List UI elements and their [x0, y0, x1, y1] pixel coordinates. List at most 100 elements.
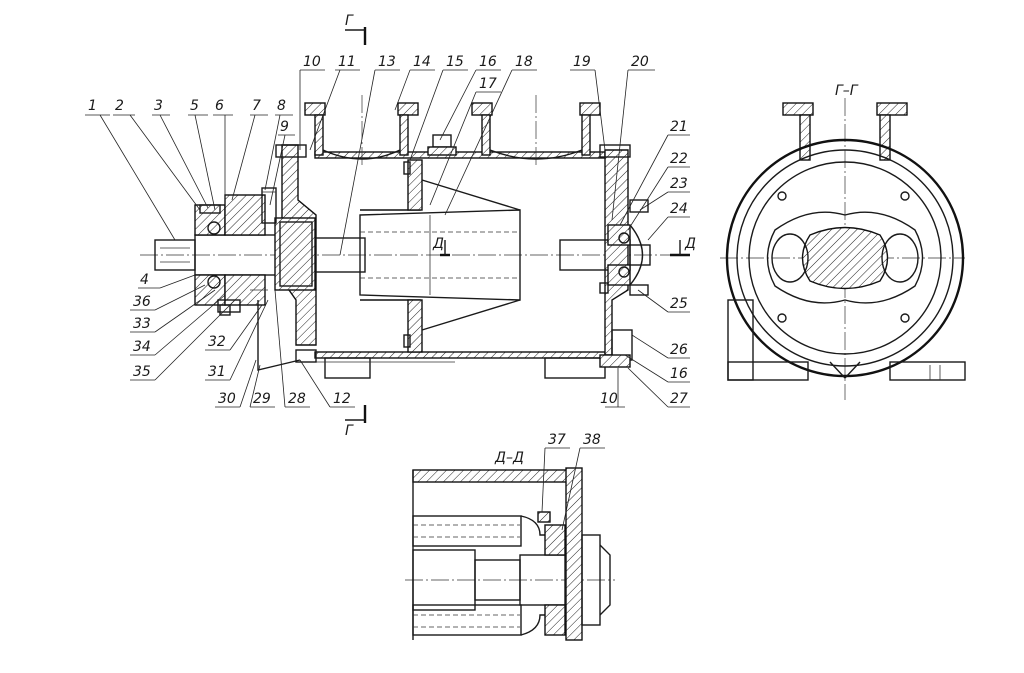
callout-32-label: 32 [208, 334, 226, 350]
callout-10-bottom: 10 [600, 368, 625, 408]
callout-34: 34 [130, 294, 226, 356]
callout-13-label: 13 [378, 54, 396, 70]
section-d-right-label: Д [684, 236, 696, 252]
callout-31: 31 [205, 299, 269, 381]
callout-5-label: 5 [190, 98, 199, 114]
section-g-bottom-label: Г [345, 423, 354, 439]
callout-20-label: 20 [631, 54, 649, 70]
inlet-flange [304, 95, 419, 165]
callout-27-label: 27 [670, 391, 688, 407]
callout-2-label: 2 [115, 98, 124, 114]
impeller [359, 159, 521, 353]
callout-30-label: 30 [218, 391, 236, 407]
callout-1-label: 1 [88, 98, 97, 114]
callout-29: 29 [249, 364, 275, 408]
callout-6: 6 [213, 98, 233, 205]
callout-19-label: 19 [573, 54, 591, 70]
callout-29-label: 29 [253, 391, 271, 407]
section-d-left-label: Д [432, 236, 444, 252]
main-section-view: Г Г Д Д [140, 13, 696, 439]
callout-6-label: 6 [215, 98, 224, 114]
callout-11: 11 [309, 54, 360, 151]
right-bearing [607, 199, 649, 296]
callout-36: 36 [130, 284, 206, 311]
callout-24: 24 [647, 201, 690, 241]
callout-34-label: 34 [133, 339, 151, 355]
callout-19: 19 [570, 54, 606, 151]
callout-8-label: 8 [277, 98, 286, 114]
callout-28-label: 28 [288, 391, 306, 407]
callout-27: 27 [627, 367, 690, 408]
callout-8: 8 [264, 98, 293, 191]
fastener-bolts [219, 161, 609, 348]
callout-12-label: 12 [333, 391, 351, 407]
callout-2: 2 [113, 98, 201, 211]
callout-14: 14 [394, 54, 435, 111]
section-gg-view: Г–Г [720, 83, 966, 400]
drain-pipe [257, 300, 301, 371]
casing-shell [314, 151, 606, 379]
callout-1: 1 [85, 98, 176, 241]
callout-9: 9 [269, 119, 295, 206]
callout-13: 13 [339, 54, 400, 256]
callout-10-top-label: 10 [303, 54, 321, 70]
callout-24-label: 24 [670, 201, 688, 217]
callout-31-label: 31 [208, 364, 226, 380]
callout-36-label: 36 [133, 294, 151, 310]
callout-16-top: 16 [439, 54, 501, 141]
right-end-cover [599, 144, 633, 368]
callout-25: 25 [637, 289, 690, 313]
part-callouts: 1 2 3 5 6 7 8 9 10 11 13 14 15 16 17 18 … [85, 54, 690, 408]
section-gg-title: Г–Г [835, 83, 859, 99]
callout-16-bottom-label: 16 [670, 366, 688, 382]
callout-37: 37 [541, 432, 570, 513]
callout-35: 35 [130, 299, 236, 381]
callout-10-top: 10 [299, 54, 325, 150]
callout-38: 38 [561, 432, 605, 531]
callout-14-label: 14 [413, 54, 431, 70]
callout-23: 23 [639, 176, 690, 211]
callout-22: 22 [627, 151, 690, 231]
callout-22-label: 22 [670, 151, 688, 167]
shaft-sleeve [274, 217, 316, 291]
callout-26: 26 [631, 334, 690, 359]
callout-28: 28 [274, 289, 310, 408]
callout-5: 5 [188, 98, 216, 211]
callout-37-label: 37 [548, 432, 566, 448]
callout-25-label: 25 [670, 296, 688, 312]
callout-15: 15 [409, 54, 468, 161]
callout-7-label: 7 [252, 98, 261, 114]
section-dd-view: Д–Д 37 38 [405, 432, 615, 641]
callout-17-label: 17 [479, 76, 497, 92]
section-g-top-label: Г [345, 13, 354, 29]
callout-16-bottom: 16 [624, 354, 690, 383]
callout-12: 12 [299, 359, 355, 408]
callout-9-label: 9 [280, 119, 289, 135]
callout-21-label: 21 [670, 119, 688, 135]
callout-10-bottom-label: 10 [600, 391, 618, 407]
callout-4: 4 [138, 272, 196, 289]
callout-33-label: 33 [133, 316, 151, 332]
callout-7: 7 [231, 98, 268, 201]
callout-38-label: 38 [583, 432, 601, 448]
callout-18-label: 18 [515, 54, 533, 70]
callout-15-label: 15 [446, 54, 464, 70]
section-marker-g: Г Г [345, 13, 367, 439]
callout-16-top-label: 16 [479, 54, 497, 70]
callout-30: 30 [215, 359, 257, 408]
callout-21: 21 [619, 119, 690, 226]
section-dd-title: Д–Д [494, 450, 524, 466]
callout-33: 33 [130, 289, 216, 333]
callout-32: 32 [205, 304, 263, 351]
callout-11-label: 11 [338, 54, 356, 70]
callout-26-label: 26 [670, 342, 688, 358]
outlet-flange [471, 95, 601, 165]
callout-20: 20 [611, 54, 655, 221]
callout-18: 18 [444, 54, 537, 216]
callout-23-label: 23 [670, 176, 688, 192]
callout-35-label: 35 [133, 364, 151, 380]
section-marker-d: Д Д [432, 236, 696, 257]
callout-17: 17 [429, 76, 501, 206]
callout-3-label: 3 [154, 98, 163, 114]
